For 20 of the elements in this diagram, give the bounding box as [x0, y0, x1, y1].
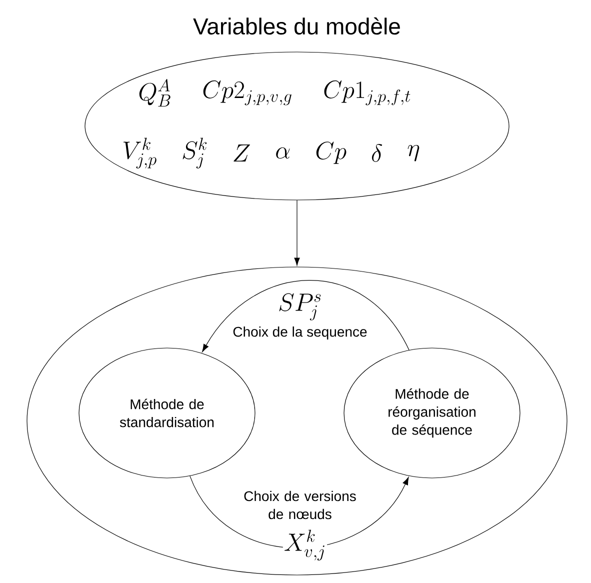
system-ellipse: [26, 266, 568, 576]
variable-formula: $V_{j,p}^k$: [124, 138, 156, 168]
variable-formula: $SP_j^s$: [277, 292, 323, 322]
variable-formula: $\eta$: [408, 144, 420, 162]
node-text: Méthode de réorganisation de séquence: [388, 388, 476, 438]
arrow: [294, 200, 300, 266]
arrow: [202, 280, 410, 352]
node-text: Méthode de standardisation: [120, 398, 214, 428]
variable-formula: $\delta$: [372, 144, 382, 162]
edge-label: Choix de la sequence: [232, 325, 368, 341]
variable-formula: $Cp2_{j,p,v,g}$: [203, 80, 292, 106]
variable-formula: $Cp1_{j,p,f,t}$: [324, 80, 410, 106]
variable-formula: $S_j^k$: [182, 138, 207, 168]
variable-formula: $X_{v,j}^k$: [282, 528, 328, 562]
title: Variables du modèle: [193, 17, 400, 35]
variable-formula: $\alpha$: [276, 147, 290, 159]
variable-formula: $Cp$: [316, 142, 346, 164]
variable-formula: $Q_B^A$: [139, 78, 170, 106]
edge-label: Choix de versions de nœuds: [239, 490, 361, 520]
variable-formula: $Z$: [234, 144, 250, 162]
